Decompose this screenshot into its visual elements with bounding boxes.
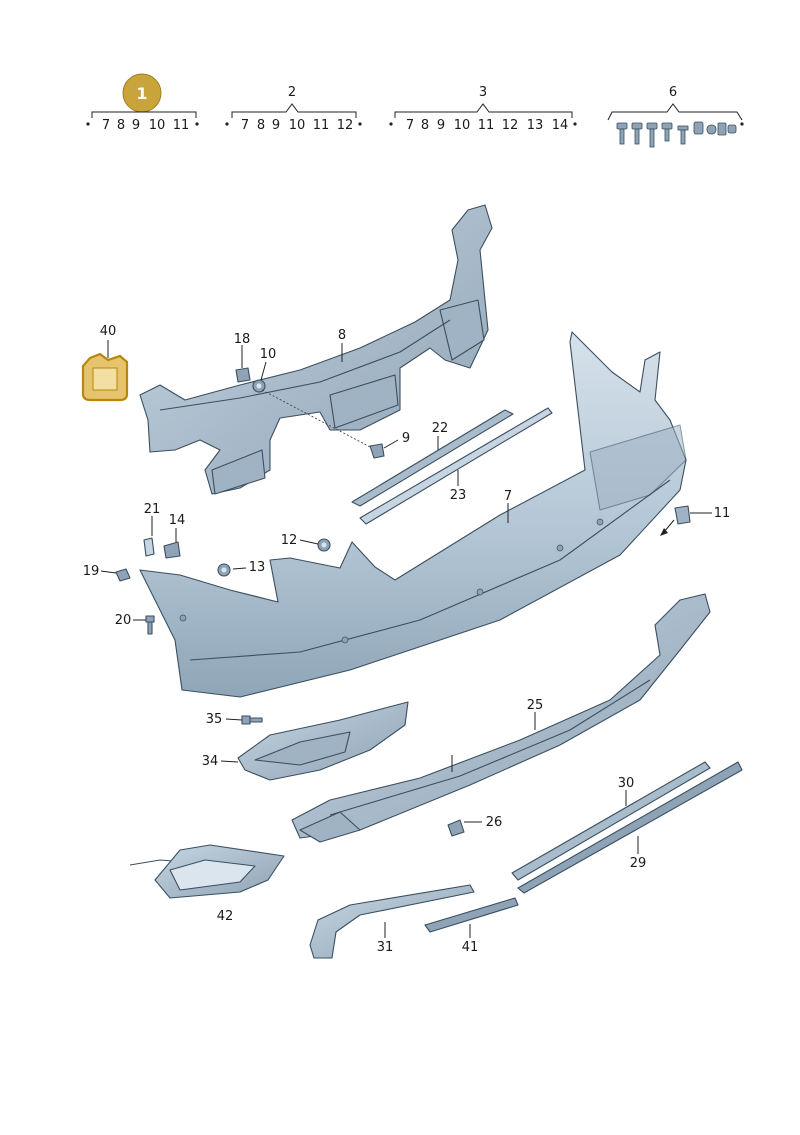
label-19[interactable]: 19: [83, 564, 100, 579]
label-21[interactable]: 21: [144, 502, 161, 517]
group-2-number: 2: [288, 85, 296, 100]
part-18-clip[interactable]: [235, 367, 251, 383]
fastener-set-icon: [616, 121, 737, 148]
label-13[interactable]: 13: [249, 560, 266, 575]
part-14-clip[interactable]: [163, 541, 181, 559]
group-1-item-10: 10: [149, 118, 166, 133]
label-8[interactable]: 8: [338, 328, 346, 343]
label-35[interactable]: 35: [206, 712, 223, 727]
group-1-item-8: 8: [117, 118, 125, 133]
part-12-nut[interactable]: [317, 538, 331, 552]
label-20[interactable]: 20: [115, 613, 132, 628]
label-29[interactable]: 29: [630, 856, 647, 871]
part-22-trim-strip[interactable]: [351, 409, 514, 507]
group-6-number: 6: [669, 85, 677, 100]
group-3-item-14: 14: [552, 118, 569, 133]
label-26[interactable]: 26: [486, 815, 503, 830]
part-25-diffuser[interactable]: [291, 593, 711, 843]
group-3-item-13: 13: [527, 118, 544, 133]
group-3-item-12: 12: [502, 118, 519, 133]
label-12[interactable]: 12: [281, 533, 298, 548]
group-2-item-8: 8: [257, 118, 265, 133]
group-1-item-11: 11: [173, 118, 190, 133]
part-8-carrier-beam[interactable]: [139, 204, 493, 495]
group-6[interactable]: 6: [607, 85, 744, 148]
label-22[interactable]: 22: [432, 421, 449, 436]
group-1-item-7: 7: [102, 118, 110, 133]
group-2-item-9: 9: [272, 118, 280, 133]
part-7-bumper-cover[interactable]: [139, 331, 687, 698]
part-9-clip[interactable]: [369, 443, 385, 459]
group-3-number: 3: [479, 85, 487, 100]
group-2[interactable]: 2 7 8 9 10 11 12: [225, 85, 362, 133]
part-42-exhaust-tip[interactable]: [129, 844, 285, 899]
group-3-item-8: 8: [421, 118, 429, 133]
label-42[interactable]: 42: [217, 909, 234, 924]
group-1-number: 1: [136, 84, 147, 103]
part-19-screw[interactable]: [115, 568, 131, 582]
part-21-clip[interactable]: [143, 537, 155, 557]
group-1[interactable]: 1 7 8 9 10 11: [86, 73, 199, 133]
group-3-item-7: 7: [406, 118, 414, 133]
part-34-trim-bracket[interactable]: [237, 701, 409, 781]
part-20-screw[interactable]: [145, 615, 155, 635]
label-9[interactable]: 9: [402, 431, 410, 446]
part-35-screw[interactable]: [241, 715, 263, 725]
group-3-item-11: 11: [478, 118, 495, 133]
group-2-item-7: 7: [241, 118, 249, 133]
part-30-trim-strip[interactable]: [511, 761, 711, 881]
label-7[interactable]: 7: [504, 489, 512, 504]
label-41[interactable]: 41: [462, 940, 479, 955]
label-30[interactable]: 30: [618, 776, 635, 791]
label-23[interactable]: 23: [450, 488, 467, 503]
group-2-item-11: 11: [313, 118, 330, 133]
group-2-item-10: 10: [289, 118, 306, 133]
part-11-cap[interactable]: [660, 505, 691, 536]
label-34[interactable]: 34: [202, 754, 219, 769]
part-10-nut[interactable]: [252, 379, 266, 393]
label-10[interactable]: 10: [260, 347, 277, 362]
part-29-trim-strip[interactable]: [517, 761, 743, 894]
part-13-nut[interactable]: [217, 563, 231, 577]
leader-lines: [100, 340, 712, 938]
group-1-item-9: 9: [132, 118, 140, 133]
group-2-item-12: 12: [337, 118, 354, 133]
part-40-bracket[interactable]: [81, 352, 129, 402]
group-3[interactable]: 3 7 8 9 10 11 12 13 14: [389, 85, 577, 133]
label-14[interactable]: 14: [169, 513, 186, 528]
group-3-item-9: 9: [437, 118, 445, 133]
label-40[interactable]: 40: [100, 324, 117, 339]
part-31-trim-strip[interactable]: [309, 884, 475, 959]
label-11[interactable]: 11: [714, 506, 731, 521]
label-25[interactable]: 25: [527, 698, 544, 713]
label-31[interactable]: 31: [377, 940, 394, 955]
part-23-trim-strip[interactable]: [359, 407, 553, 525]
group-3-item-10: 10: [454, 118, 471, 133]
part-26-nut[interactable]: [447, 819, 465, 837]
label-18[interactable]: 18: [234, 332, 251, 347]
part-41-trim-strip[interactable]: [424, 897, 519, 933]
